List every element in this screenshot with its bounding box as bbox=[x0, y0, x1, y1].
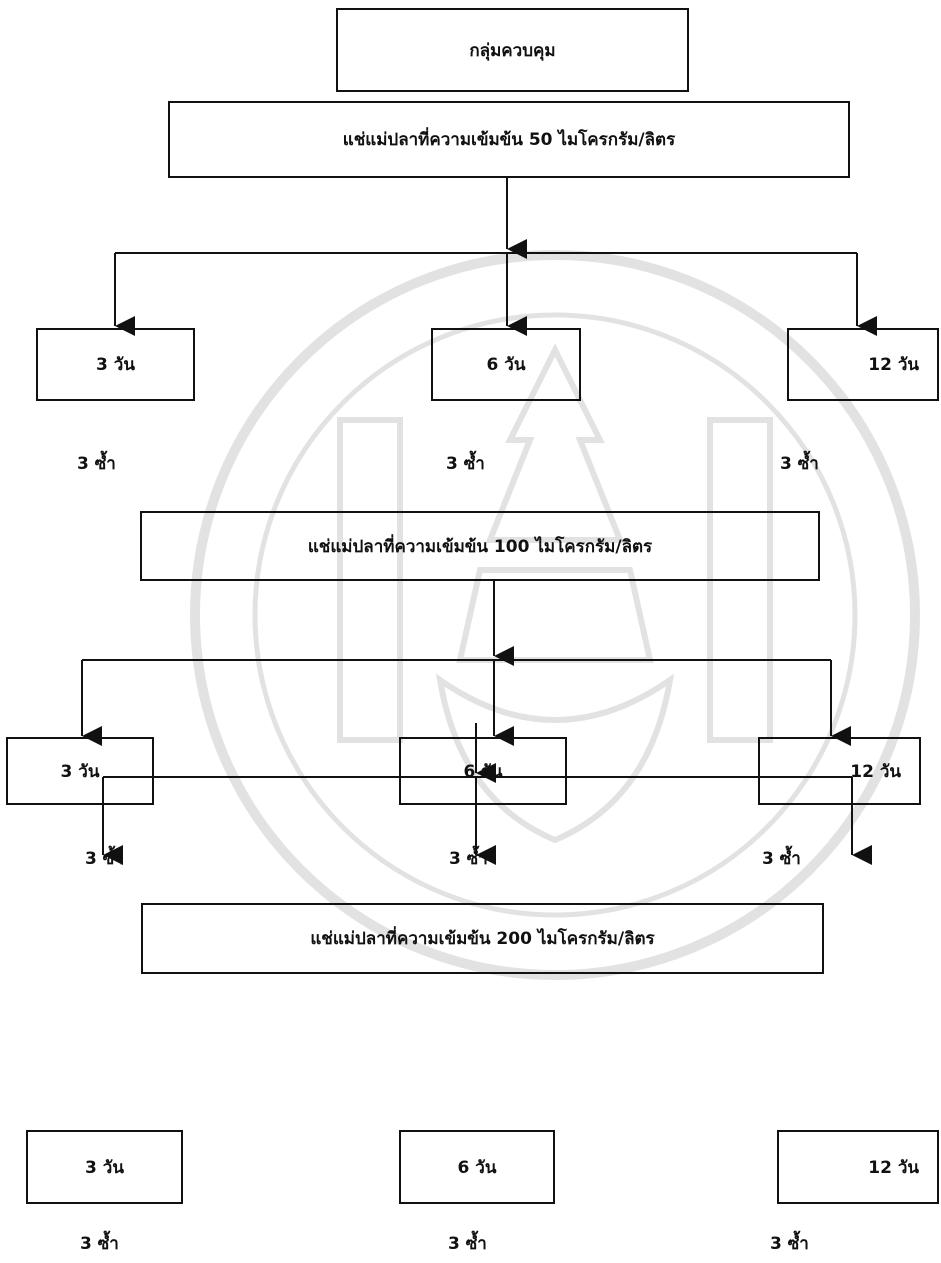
duration-label: 3 วัน bbox=[96, 355, 135, 375]
soak-100-box: แช่แม่ปลาที่ความเข้มข้น 100 ไมโครกรัม/ลิ… bbox=[140, 511, 820, 581]
stage-2-replicate-6-days: 3 ซ้ำ bbox=[449, 849, 488, 869]
duration-label: 6 วัน bbox=[486, 355, 526, 375]
stage-1-replicate-6-days: 3 ซ้ำ bbox=[446, 454, 485, 474]
stage-2-duration-3-days: 3 วัน bbox=[6, 737, 154, 805]
control-group-label: กลุ่มควบคุม bbox=[469, 40, 556, 61]
stage-1-replicate-12-days: 3 ซ้ำ bbox=[780, 454, 819, 474]
stage-2-duration-12-days: 12 วัน bbox=[758, 737, 921, 805]
stage-1-duration-6-days: 6 วัน bbox=[431, 328, 581, 401]
stage-3-duration-12-days: 12 วัน bbox=[777, 1130, 939, 1204]
control-group-box: กลุ่มควบคุม bbox=[336, 8, 689, 92]
soak-100-label: แช่แม่ปลาที่ความเข้มข้น 100 ไมโครกรัม/ลิ… bbox=[307, 536, 653, 557]
duration-label: 6 วัน bbox=[463, 761, 503, 782]
stage-1-replicate-3-days: 3 ซ้ำ bbox=[77, 454, 116, 474]
stage-3-replicate-6-days: 3 ซ้ำ bbox=[448, 1234, 487, 1254]
duration-label: 12 วัน bbox=[868, 1157, 919, 1178]
duration-label: 12 วัน bbox=[850, 761, 901, 782]
duration-label: 3 วัน bbox=[60, 761, 100, 782]
duration-label: 12 วัน bbox=[868, 355, 919, 375]
stage-3-replicate-12-days: 3 ซ้ำ bbox=[770, 1234, 809, 1254]
duration-label: 6 วัน bbox=[457, 1157, 497, 1178]
soak-200-box: แช่แม่ปลาที่ความเข้มข้น 200 ไมโครกรัม/ลิ… bbox=[141, 903, 824, 974]
stage-2-duration-6-days: 6 วัน bbox=[399, 737, 567, 805]
stage-1-duration-12-days: 12 วัน bbox=[787, 328, 939, 401]
stage-3-replicate-3-days: 3 ซ้ำ bbox=[80, 1234, 119, 1254]
stage-1-duration-3-days: 3 วัน bbox=[36, 328, 195, 401]
stage-3-duration-3-days: 3 วัน bbox=[26, 1130, 183, 1204]
duration-label: 3 วัน bbox=[85, 1157, 124, 1178]
stage-2-replicate-12-days: 3 ซ้ำ bbox=[762, 849, 801, 869]
stage-3-duration-6-days: 6 วัน bbox=[399, 1130, 555, 1204]
soak-50-box: แช่แม่ปลาที่ความเข้มข้น 50 ไมโครกรัม/ลิต… bbox=[168, 101, 850, 178]
stage-2-replicate-3-days: 3 ซ้ำ bbox=[85, 849, 124, 869]
soak-200-label: แช่แม่ปลาที่ความเข้มข้น 200 ไมโครกรัม/ลิ… bbox=[310, 929, 655, 949]
soak-50-label: แช่แม่ปลาที่ความเข้มข้น 50 ไมโครกรัม/ลิต… bbox=[342, 130, 676, 150]
